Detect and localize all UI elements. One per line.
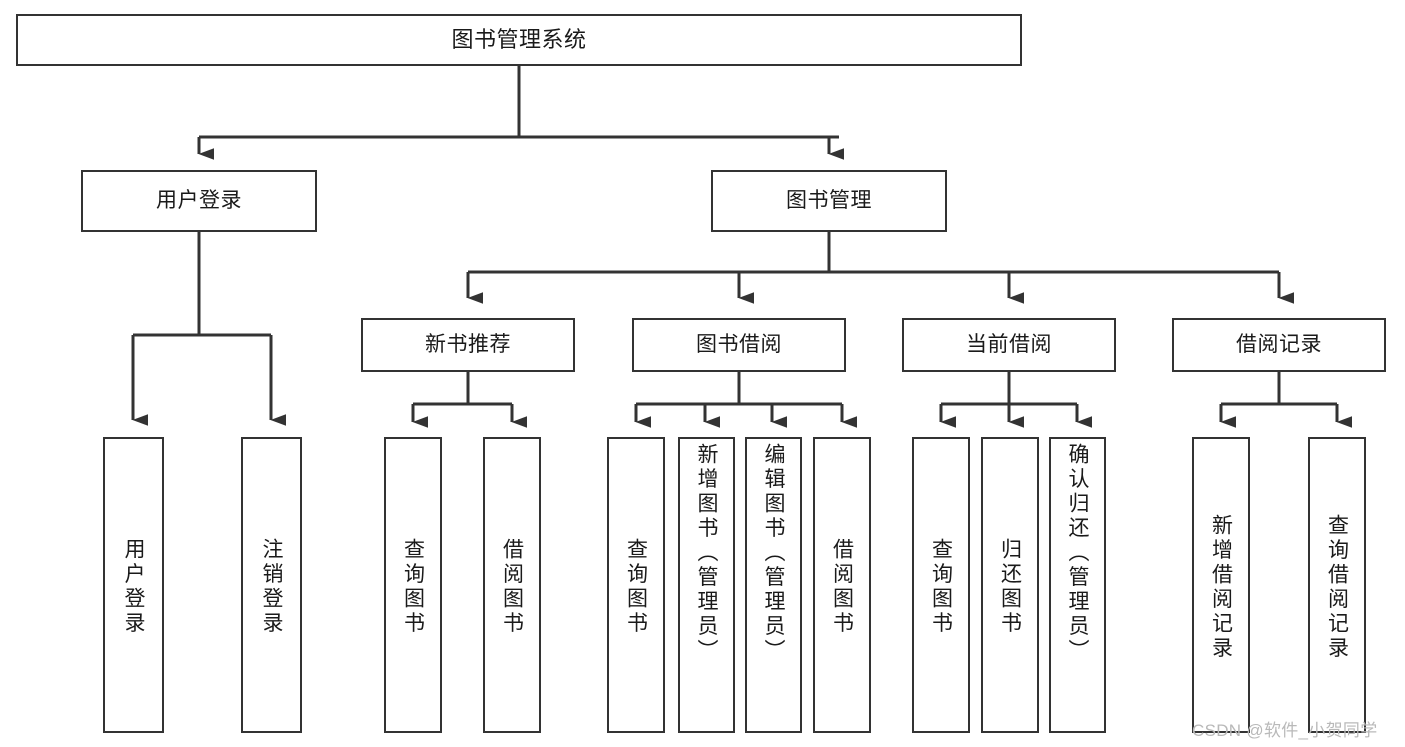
node-label: 用户登录 xyxy=(156,189,242,213)
node-label: 注销登录 xyxy=(260,538,283,636)
node-label: 用户登录 xyxy=(122,538,145,636)
leaf-query-book-current[interactable]: 查询图书 xyxy=(912,437,970,733)
node-label: 查询图书 xyxy=(929,538,953,636)
leaf-edit-book-admin[interactable]: 编辑图书（管理员） xyxy=(745,437,802,733)
leaf-logout-login[interactable]: 注销登录 xyxy=(241,437,302,733)
csdn-watermark: CSDN @软件_小贺同学 xyxy=(1192,721,1378,740)
node-root-system[interactable]: 图书管理系统 xyxy=(16,14,1022,66)
node-label: 归还图书 xyxy=(998,538,1022,636)
node-label: 借阅图书 xyxy=(500,538,524,636)
leaf-add-borrow-record[interactable]: 新增借阅记录 xyxy=(1192,437,1250,733)
node-label: 当前借阅 xyxy=(966,333,1052,357)
leaf-query-borrow-record[interactable]: 查询借阅记录 xyxy=(1308,437,1366,733)
leaf-query-book-rec[interactable]: 查询图书 xyxy=(384,437,442,733)
leaf-user-login[interactable]: 用户登录 xyxy=(103,437,164,733)
node-label: 新增借阅记录 xyxy=(1209,513,1233,661)
node-label: 新增图书（管理员） xyxy=(695,443,718,664)
node-label: 编辑图书（管理员） xyxy=(762,443,785,664)
node-new-book-rec[interactable]: 新书推荐 xyxy=(361,318,575,372)
node-label: 图书借阅 xyxy=(696,333,782,357)
leaf-borrow-book-borrow[interactable]: 借阅图书 xyxy=(813,437,871,733)
node-label: 新书推荐 xyxy=(425,333,511,357)
node-label: 借阅图书 xyxy=(830,538,854,636)
leaf-query-book-borrow[interactable]: 查询图书 xyxy=(607,437,665,733)
leaf-return-book[interactable]: 归还图书 xyxy=(981,437,1039,733)
node-label: 查询借阅记录 xyxy=(1325,513,1349,661)
node-current-borrow[interactable]: 当前借阅 xyxy=(902,318,1116,372)
node-book-borrow[interactable]: 图书借阅 xyxy=(632,318,846,372)
node-label: 确认归还（管理员） xyxy=(1066,443,1089,664)
node-label: 查询图书 xyxy=(624,538,648,636)
node-label: 借阅记录 xyxy=(1236,333,1322,357)
node-user-login[interactable]: 用户登录 xyxy=(81,170,317,232)
node-borrow-record[interactable]: 借阅记录 xyxy=(1172,318,1386,372)
leaf-confirm-return-admin[interactable]: 确认归还（管理员） xyxy=(1049,437,1106,733)
node-label: 图书管理 xyxy=(786,189,872,213)
node-book-manage[interactable]: 图书管理 xyxy=(711,170,947,232)
node-label: 查询图书 xyxy=(401,538,425,636)
leaf-add-book-admin[interactable]: 新增图书（管理员） xyxy=(678,437,735,733)
node-label: 图书管理系统 xyxy=(451,26,587,52)
leaf-borrow-book-rec[interactable]: 借阅图书 xyxy=(483,437,541,733)
